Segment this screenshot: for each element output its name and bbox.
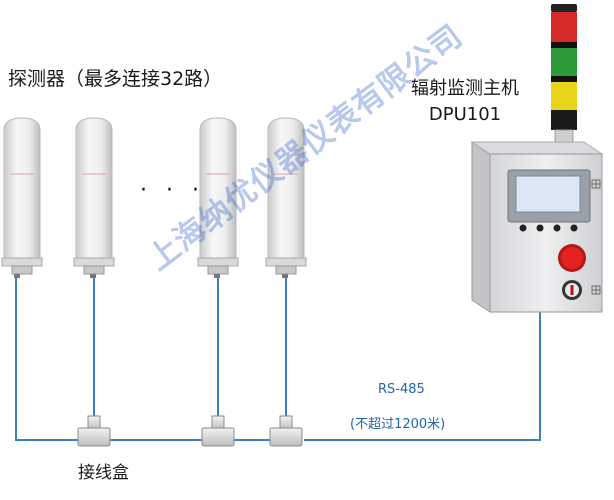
detector-2 bbox=[73, 117, 115, 278]
monitor-cabinet bbox=[470, 141, 604, 313]
monitor-label-name: 辐射监测主机 bbox=[411, 78, 519, 99]
junction-box-1 bbox=[77, 415, 111, 447]
detector-1 bbox=[1, 117, 43, 278]
bus-distance-label: (不超过1200米) bbox=[350, 417, 446, 432]
junction-box-2 bbox=[201, 415, 235, 447]
junction-box-3 bbox=[269, 415, 303, 447]
cable-network bbox=[15, 274, 541, 441]
keypad-button-4 bbox=[570, 224, 578, 232]
monitor-label-model: DPU101 bbox=[428, 104, 502, 125]
more-detectors-ellipsis: · · · bbox=[140, 178, 205, 203]
monitor-label: 辐射监测主机 DPU101 bbox=[394, 76, 536, 128]
bus-protocol-label: RS-485 bbox=[378, 382, 425, 397]
junction-box-label: 接线盒 bbox=[78, 463, 129, 483]
detector-4 bbox=[265, 117, 307, 278]
keypad-button-1 bbox=[519, 224, 527, 232]
keypad-button-2 bbox=[536, 224, 544, 232]
emergency-stop-button bbox=[561, 247, 583, 269]
detector-3 bbox=[197, 117, 239, 278]
monitor-screen bbox=[515, 175, 581, 213]
keypad-button-3 bbox=[553, 224, 561, 232]
signal-tower-light bbox=[551, 4, 577, 143]
cable-rs485-bus bbox=[304, 312, 541, 441]
detectors-label: 探测器（最多连接32路） bbox=[8, 68, 223, 90]
cable-detector-1 bbox=[15, 274, 80, 441]
